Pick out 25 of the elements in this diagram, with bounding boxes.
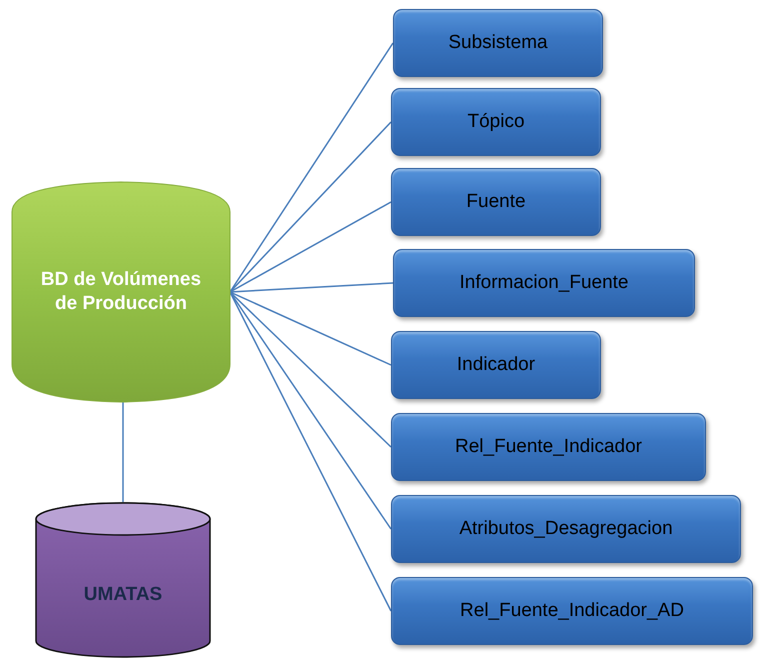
table-box <box>391 168 601 236</box>
table-box <box>391 495 741 563</box>
connector-line <box>230 282 394 293</box>
table-box <box>391 88 601 156</box>
table-box <box>391 577 753 645</box>
table-name: Tópico <box>467 111 525 133</box>
table-box <box>393 9 603 77</box>
database-name: BD de Volúmenes de Producción <box>40 268 202 316</box>
table-name: Fuente <box>466 191 526 213</box>
connector-line <box>229 42 394 292</box>
table-box <box>391 331 601 399</box>
table-name: Rel_Fuente_Indicador_AD <box>460 600 684 622</box>
table-box <box>391 413 706 481</box>
connector-line <box>230 291 392 366</box>
connector-line <box>122 402 124 502</box>
table-name: Rel_Fuente_Indicador <box>455 436 642 458</box>
table-name: Atributos_Desagregacion <box>459 518 673 540</box>
table-name: Subsistema <box>448 32 548 54</box>
connector-line <box>229 291 392 448</box>
connector-line <box>229 121 392 293</box>
table-name: Informacion_Fuente <box>460 272 628 294</box>
connector-line <box>230 201 392 293</box>
database-name: UMATAS <box>84 583 162 607</box>
table-name: Indicador <box>456 354 536 376</box>
table-box <box>393 249 695 317</box>
